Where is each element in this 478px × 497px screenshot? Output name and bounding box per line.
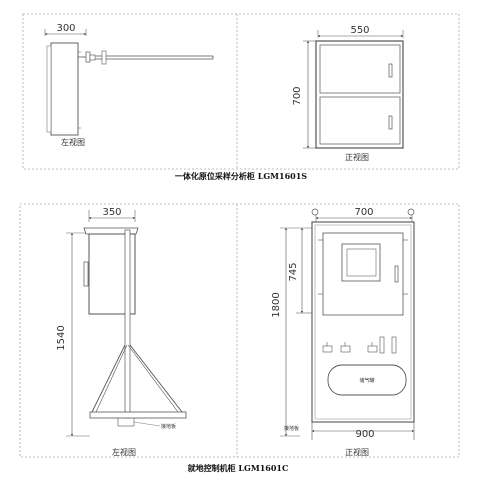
- bottom-right-lifting-eye-left: [311, 208, 319, 216]
- bottom-right-valve-row: [322, 336, 397, 354]
- bottom-left-base-note: 接地板: [161, 423, 176, 430]
- bottom-left-brace-left: [91, 344, 126, 413]
- bottom-right-display-screen: [346, 248, 377, 277]
- bottom-right-lifting-eye-right: [407, 208, 415, 216]
- bottom-right-front-view: 700 1800 745: [271, 207, 415, 457]
- bottom-right-base-note: 接地板: [284, 425, 299, 432]
- bottom-right-view-label: 正视图: [345, 447, 369, 457]
- bottom-panel-frame: [19, 203, 460, 458]
- bottom-left-brace-right: [129, 344, 183, 413]
- bottom-right-width-dim: 700: [354, 207, 373, 218]
- top-left-cabinet-body: [50, 42, 79, 136]
- bottom-left-width-dim: 350: [102, 207, 121, 218]
- bottom-right-total-dim: 1800: [271, 292, 282, 317]
- top-right-lower-latch: [388, 115, 393, 130]
- top-right-lower-door: [319, 96, 401, 145]
- bottom-left-side-handle: [83, 261, 89, 287]
- top-right-upper-door: [319, 44, 401, 94]
- bottom-right-upper-dim: 745: [288, 262, 299, 281]
- bottom-left-height-dim: 1540: [56, 325, 67, 350]
- bottom-left-roof: [83, 227, 139, 235]
- top-left-flange: [85, 51, 91, 63]
- top-right-width-dim: 550: [350, 25, 369, 36]
- top-caption: 一体化原位采样分析柜 LGM1601S: [175, 171, 307, 181]
- top-left-view-label: 左视图: [61, 137, 85, 147]
- top-panel: 300 左视图 550 700: [22, 13, 460, 181]
- bottom-caption: 就地控制机柜 LGM1601C: [188, 463, 289, 473]
- top-panel-frame: [22, 13, 460, 170]
- top-left-width-dim: 300: [56, 23, 75, 34]
- bottom-right-gas-tank: [327, 364, 407, 396]
- top-left-side-view: 300 左视图: [44, 23, 214, 147]
- top-right-front-view: 550 700 正视图: [292, 25, 404, 162]
- top-right-height-dim: 700: [292, 86, 303, 105]
- bottom-left-side-view: 350 1540 接地板 左视图: [56, 207, 187, 457]
- bottom-left-note-leader: [133, 421, 161, 427]
- top-right-upper-latch: [388, 63, 393, 78]
- bottom-right-base-dim: 900: [355, 429, 374, 440]
- bottom-left-view-label: 左视图: [112, 447, 136, 457]
- top-right-view-label: 正视图: [345, 152, 369, 162]
- bottom-right-tank-label: 储气罐: [359, 377, 374, 384]
- bottom-right-door-handle: [394, 265, 399, 283]
- bottom-left-base: [89, 411, 187, 419]
- bottom-panel: 350 1540 接地板 左视图 700: [19, 203, 460, 473]
- bottom-left-post: [124, 229, 131, 419]
